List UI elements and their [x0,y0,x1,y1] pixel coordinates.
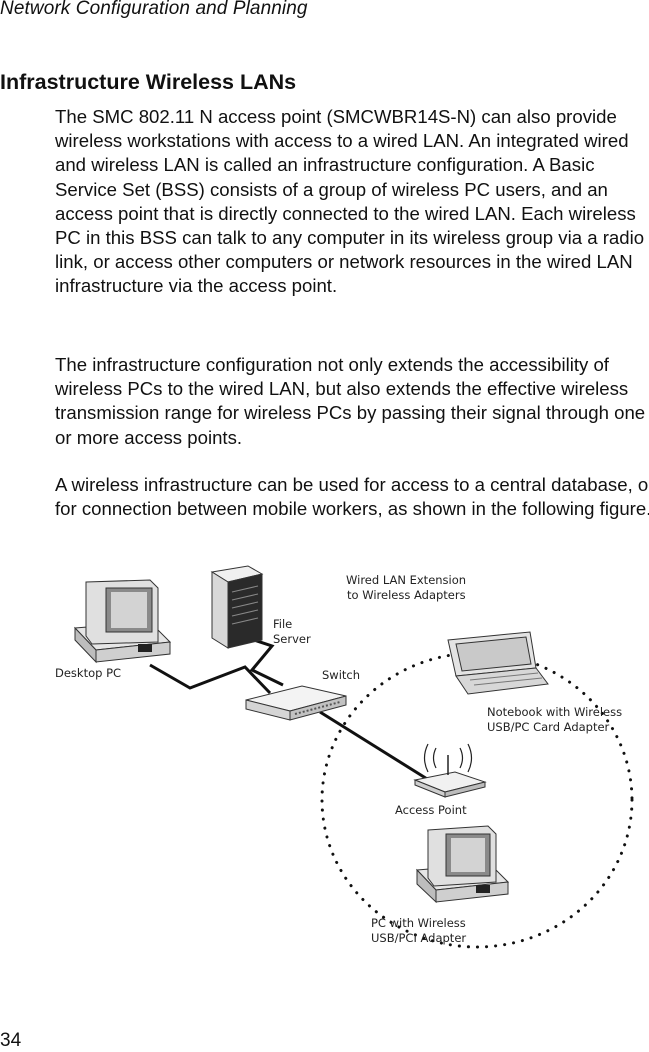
file-server-label-line2: Server [273,632,311,646]
section-title: Infrastructure Wireless LANs [0,70,297,94]
wireless-coverage-area [320,651,634,949]
wired-lan-extension-label-line2: to Wireless Adapters [347,588,466,602]
paragraph-2: The infrastructure configuration not onl… [55,354,646,448]
wireless-pc-label-line1: PC with Wireless [371,916,466,930]
page-number: 34 [0,1030,22,1051]
cable-desktop-to-switch [149,663,272,695]
paragraph-1: The SMC 802.11 N access point (SMCWBR14S… [55,106,645,297]
notebook-icon [447,631,549,695]
notebook-label-line1: Notebook with Wireless [487,705,622,719]
notebook-label-line2: USB/PC Card Adapter [487,720,610,734]
paragraph-3: A wireless infrastructure can be used fo… [55,474,649,520]
desktop-pc-icon [73,579,172,664]
wired-lan-extension-label-line1: Wired LAN Extension [346,573,466,587]
running-header: Network Configuration and Planning [0,0,308,19]
switch-icon [245,685,347,721]
access-point-icon [413,743,487,798]
switch-label: Switch [322,668,360,682]
cable-switch-to-access-point [319,710,433,784]
file-server-label-line1: File [273,617,292,631]
network-diagram: Wired LAN Extension to Wireless Adapters… [0,555,649,965]
wireless-pc-icon [415,825,510,904]
file-server-icon [210,565,264,649]
access-point-label: Access Point [395,803,467,817]
wireless-pc-label-line2: USB/PCI Adapter [371,931,466,945]
desktop-pc-label: Desktop PC [55,666,121,680]
